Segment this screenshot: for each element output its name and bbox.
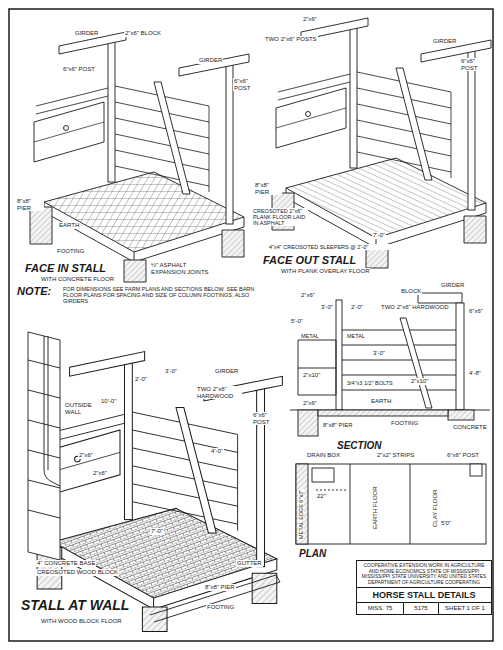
part-label: 4'-0" bbox=[210, 448, 224, 455]
part-label: 4" CONCRETE BASE bbox=[36, 560, 96, 567]
part-label: 7'-0" bbox=[150, 528, 164, 535]
part-label: TWO 2"x6" HARDWOOD bbox=[380, 304, 450, 311]
part-label: FOOTING bbox=[390, 420, 419, 427]
part-label: 6"x6" POST bbox=[446, 452, 480, 459]
part-label: METAL bbox=[300, 333, 320, 339]
part-label: 8"x8" PIER bbox=[16, 198, 44, 211]
part-label: 5'-0" bbox=[290, 318, 304, 325]
part-label: 6"x6" bbox=[468, 308, 484, 315]
part-label: EARTH bbox=[58, 222, 80, 229]
part-label: 6"x6" POST bbox=[460, 58, 486, 71]
part-label: 2"x6" bbox=[302, 400, 318, 407]
part-label: FOR DIMENSIONS SEE FARM PLANS AND SECTIO… bbox=[62, 286, 274, 304]
part-label: METAL bbox=[346, 333, 366, 339]
part-label: CREOSOTED 2"x6" PLANK FLOOR LAID IN ASPH… bbox=[252, 208, 308, 226]
part-label: 3'-0" bbox=[372, 350, 386, 357]
part-label: 5'0" bbox=[440, 520, 452, 527]
part-label: 2"x6" bbox=[78, 452, 94, 459]
part-label: 2"x6" bbox=[300, 292, 316, 299]
part-label: 3/4"x3 1/2" BOLTS bbox=[346, 380, 394, 386]
part-label: 3'-0" bbox=[320, 304, 334, 311]
part-label: CONCRETE bbox=[452, 424, 488, 431]
title-block-cell: COOPERATIVE EXTENSION WORK IN AGRICULTUR… bbox=[356, 560, 492, 588]
part-label: GIRDER bbox=[74, 30, 99, 37]
part-label: 2"x10" bbox=[302, 372, 321, 379]
part-label: GIRDER bbox=[440, 282, 465, 289]
part-label: 2"x2" STRIPS bbox=[376, 452, 415, 459]
part-label: 2'-0" bbox=[350, 304, 364, 311]
part-label: WITH CONCRETE FLOOR bbox=[40, 276, 115, 283]
view-title: NOTE: bbox=[16, 285, 52, 297]
part-label: 8"x8" PIER bbox=[322, 422, 354, 429]
part-label: 6"x6" POST bbox=[252, 412, 278, 425]
part-label: FOOTING bbox=[56, 248, 85, 255]
view-title: PLAN bbox=[298, 548, 327, 559]
title-text: HORSE STALL DETAILS bbox=[360, 590, 488, 600]
part-label: BLOCK bbox=[400, 288, 422, 295]
part-label: METAL EDGE 6"x2" bbox=[298, 489, 304, 540]
part-label: 4'-8" bbox=[468, 370, 482, 377]
title-block-cell: SHEET 1 OF 1 bbox=[438, 602, 492, 615]
title-block-cell: MISS. 75 bbox=[356, 602, 404, 615]
title-text: SHEET 1 OF 1 bbox=[442, 605, 488, 612]
part-label: OUTSIDE WALL bbox=[64, 402, 94, 415]
part-label: CREOSOTED WOOD BLOCK bbox=[36, 569, 119, 576]
part-label: TWO 2"x6" HARDWOOD bbox=[196, 386, 242, 399]
title-block-cell: 5175 bbox=[403, 602, 439, 615]
part-label: 2'-0" bbox=[134, 376, 148, 383]
view-title: SECTION bbox=[336, 440, 382, 451]
part-label: 10'-0" bbox=[100, 398, 117, 405]
title-block-cell: HORSE STALL DETAILS bbox=[356, 587, 492, 603]
title-text: COOPERATIVE EXTENSION WORK IN AGRICULTUR… bbox=[360, 563, 488, 585]
part-label: 7'-0" bbox=[372, 232, 386, 239]
part-label: GUTTER bbox=[236, 560, 263, 567]
part-label: 2"x6" bbox=[92, 470, 108, 477]
title-text: 5175 bbox=[407, 605, 435, 612]
part-label: 22" bbox=[316, 493, 327, 500]
part-label: GIRDER bbox=[214, 368, 239, 375]
part-label: 6"x6" POST bbox=[62, 66, 96, 73]
part-label: 3'-0" bbox=[164, 368, 178, 375]
part-label: ½" ASPHALT EXPANSION JOINTS bbox=[150, 262, 222, 275]
part-label: GIRDER bbox=[432, 38, 457, 45]
part-label: 6"x6" POST bbox=[233, 78, 257, 91]
part-label: DRAIN BOX bbox=[306, 452, 341, 459]
part-label: EARTH bbox=[370, 398, 392, 405]
part-label: FOOTING bbox=[206, 604, 235, 611]
title-text: MISS. 75 bbox=[360, 605, 400, 612]
part-label: GIRDER bbox=[198, 57, 223, 64]
view-title: STALL AT WALL bbox=[20, 598, 130, 613]
part-label: 8"x8" PIER bbox=[254, 182, 282, 195]
part-label: WITH PLANK OVERLAY FLOOR bbox=[280, 268, 370, 275]
view-title: FACE IN STALL bbox=[24, 262, 107, 274]
part-label: CLAY FLOOR bbox=[432, 489, 439, 528]
part-label: TWO 2"x6" POSTS bbox=[264, 36, 318, 43]
part-label: 2"x6" BLOCK bbox=[124, 30, 162, 37]
part-label: EARTH FLOOR bbox=[372, 485, 379, 530]
part-label: 2"x10" bbox=[410, 378, 429, 385]
part-label: 2"x6" bbox=[302, 16, 318, 23]
part-label: 4"x4" CREOSOTED SLEEPERS @ 2'-0" bbox=[268, 244, 390, 250]
view-title: FACE OUT STALL bbox=[262, 254, 357, 266]
part-label: 8"x8" PIER bbox=[204, 584, 236, 591]
part-label: WITH WOOD BLOCK FLOOR bbox=[40, 618, 123, 625]
